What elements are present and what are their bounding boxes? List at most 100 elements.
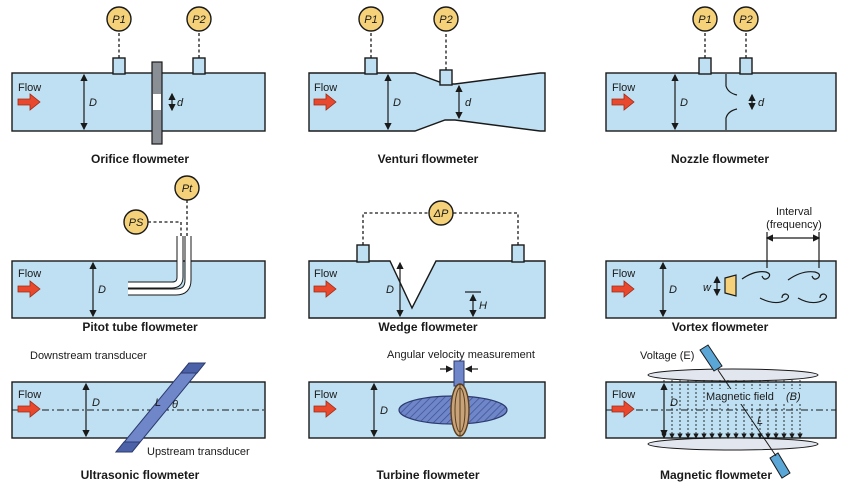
flow-arrow-icon <box>17 93 41 111</box>
flow-arrow-icon <box>17 400 41 418</box>
orifice-flowmeter: P1 P2 Flow D d Orifice flowmeter <box>11 6 266 166</box>
flow-arrow-icon <box>611 280 635 298</box>
nozzle-lower <box>725 108 738 130</box>
gauge-p1 <box>358 6 384 32</box>
gauge-p2 <box>433 6 459 32</box>
throat-d-label: d <box>465 97 472 109</box>
flow-label: Flow <box>18 389 41 401</box>
flow-label: Flow <box>612 389 635 401</box>
interval-label: Interval <box>776 206 812 218</box>
pressure-tap-2 <box>192 57 206 75</box>
nozzle-upper <box>725 74 738 96</box>
diameter-label: D <box>98 284 106 296</box>
diameter-label: D <box>393 97 401 109</box>
caption-venturi: Venturi flowmeter <box>378 152 479 166</box>
p1-label: P1 <box>112 14 125 26</box>
field-b-label: (B) <box>786 391 801 403</box>
diameter-label: D <box>386 284 394 296</box>
electrode-bottom <box>769 452 791 479</box>
delta-p-label: ΔP <box>433 208 449 220</box>
flow-label: Flow <box>18 82 41 94</box>
flow-arrow-icon <box>313 93 337 111</box>
flow-label: Flow <box>314 389 337 401</box>
diameter-label: D <box>669 284 677 296</box>
flow-label: Flow <box>612 82 635 94</box>
vortex-icon <box>797 293 828 304</box>
path-length-label: L <box>757 415 763 427</box>
pressure-tap-1 <box>112 57 126 75</box>
diameter-label: D <box>670 397 678 409</box>
p2-label: P2 <box>192 14 205 26</box>
orifice-opening <box>153 94 161 110</box>
path-length-label: L <box>155 397 161 409</box>
vortex-icon <box>741 271 771 280</box>
wedge-h-label: H <box>479 300 487 312</box>
electrode-axis <box>717 369 777 457</box>
p1-label: P1 <box>364 14 377 26</box>
vortex-flowmeter: Interval (frequency) Flow D w Vortex flo… <box>605 206 837 334</box>
upstream-label: Upstream transducer <box>147 446 250 458</box>
ps-label: PS <box>129 217 144 229</box>
coil-bottom <box>647 437 819 451</box>
gauge-delta-p <box>428 200 454 226</box>
gauge-p1 <box>692 6 718 32</box>
angular-label: Angular velocity measurement <box>387 349 535 361</box>
vortex-icon <box>759 293 790 304</box>
pipe <box>605 260 837 319</box>
venturi-flowmeter: P1 P2 Flow D d Venturi flowmeter <box>308 6 546 166</box>
diameter-label: D <box>380 405 388 417</box>
flow-arrow-icon <box>17 280 41 298</box>
pipe <box>605 72 837 132</box>
wedge-pipe <box>308 260 546 319</box>
flow-label: Flow <box>314 82 337 94</box>
caption-orifice: Orifice flowmeter <box>91 152 189 166</box>
venturi-pipe <box>308 72 546 132</box>
caption-turbine: Turbine flowmeter <box>376 468 479 482</box>
coil-top <box>647 368 819 382</box>
pressure-tap-1 <box>364 57 378 75</box>
pressure-tap-1 <box>698 57 712 75</box>
caption-pitot: Pitot tube flowmeter <box>82 320 198 334</box>
pipe <box>11 72 266 132</box>
flow-arrow-icon <box>611 400 635 418</box>
caption-ultrasonic: Ultrasonic flowmeter <box>81 468 200 482</box>
caption-magnetic: Magnetic flowmeter <box>660 468 772 482</box>
downstream-transducer <box>179 362 207 374</box>
magnetic-field-label: Magnetic field <box>706 391 774 403</box>
magnetic-flowmeter: Magnetic field (B) Voltage (E) L Flow D … <box>605 344 837 482</box>
voltage-label: Voltage (E) <box>640 350 694 362</box>
nozzle-flowmeter: P1 P2 Flow D d Nozzle flowmeter <box>605 6 837 166</box>
gauge-p2 <box>733 6 759 32</box>
upstream-transducer <box>114 441 142 453</box>
orifice-d-label: d <box>177 97 184 109</box>
diameter-label: D <box>89 97 97 109</box>
pressure-tap-2 <box>511 244 525 263</box>
flow-arrow-icon <box>313 280 337 298</box>
caption-nozzle: Nozzle flowmeter <box>671 152 769 166</box>
caption-wedge: Wedge flowmeter <box>378 320 477 334</box>
pressure-tap-2 <box>439 69 453 86</box>
turbine-flowmeter: Angular velocity measurement Flow D Turb… <box>308 349 546 482</box>
pressure-tap-2 <box>739 57 753 75</box>
flow-arrow-icon <box>313 400 337 418</box>
p1-label: P1 <box>698 14 711 26</box>
electrode-top <box>699 344 723 372</box>
wedge-flowmeter: ΔP Flow D H Wedge flowmeter <box>308 200 546 334</box>
pickup-sensor <box>453 360 465 387</box>
caption-vortex: Vortex flowmeter <box>672 320 769 334</box>
downstream-label: Downstream transducer <box>30 350 147 362</box>
pitot-tube-flowmeter: Pt PS Flow D Pitot tube flowmeter <box>11 175 266 334</box>
vortex-icon <box>787 271 821 281</box>
gauge-p2 <box>186 6 212 32</box>
ultrasonic-flowmeter: Downstream transducer Upstream transduce… <box>11 350 266 482</box>
flow-label: Flow <box>18 268 41 280</box>
p2-label: P2 <box>739 14 752 26</box>
width-w-label: w <box>703 282 712 294</box>
pressure-tap-1 <box>356 244 370 263</box>
angle-theta-label: θ <box>172 399 178 411</box>
flow-label: Flow <box>612 268 635 280</box>
p2-label: P2 <box>439 14 452 26</box>
frequency-label: (frequency) <box>766 219 822 231</box>
flow-arrow-icon <box>611 93 635 111</box>
flow-label: Flow <box>314 268 337 280</box>
